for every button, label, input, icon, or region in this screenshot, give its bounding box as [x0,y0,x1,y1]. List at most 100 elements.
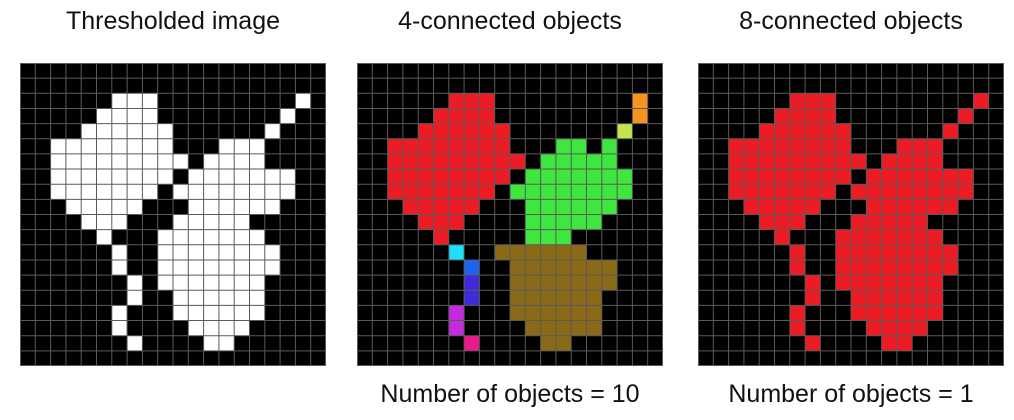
four-connected-pixel [418,199,434,215]
thresholded-pixel [203,199,219,215]
thresholded-pixel [249,244,265,260]
eight-connected-pixel [881,275,897,291]
four-connected-pixel [402,169,419,185]
four-connected-pixel [586,305,602,321]
eight-connected-pixel [805,184,821,200]
eight-connected-pixel [942,123,959,139]
thresholded-pixel [188,199,204,215]
thresholded-pixel [264,123,281,139]
thresholded-pixel [203,153,219,170]
eight-connected-pixel [743,138,760,154]
eight-connected-pixel [789,320,806,336]
eight-connected-pixel [820,169,836,185]
thresholded-pixel [111,305,128,321]
four-connected-pixel [448,153,465,170]
thresholded-pixel [50,153,66,170]
thresholded-pixel [249,275,265,291]
eight-connected-pixel [866,290,882,306]
eight-connected-pixel [835,123,851,139]
four-connected-pixel [494,153,510,170]
eight-connected-pixel [958,184,974,200]
eight-connected-pixel [881,214,897,230]
grid-thresholded-svg [20,63,326,366]
thresholded-pixel [249,169,265,185]
thresholded-pixel [188,244,204,260]
eight-connected-pixel [743,199,760,215]
eight-connected-pixel [912,199,928,215]
thresholded-pixel [249,305,265,321]
eight-connected-pixel [881,244,897,260]
four-connected-pixel [464,184,480,200]
four-connected-pixel [540,214,556,230]
eight-connected-pixel [789,169,806,185]
eight-connected-pixel [789,184,806,200]
four-connected-pixel [555,290,572,306]
four-connected-pixel [571,138,587,154]
thresholded-pixel [81,199,97,215]
four-connected-pixel [555,184,572,200]
thresholded-pixel [81,153,97,170]
four-connected-pixel [571,214,587,230]
eight-connected-pixel [789,153,806,170]
four-connected-pixel [601,275,618,291]
four-connected-pixel [479,138,495,154]
thresholded-pixel [157,153,173,170]
thresholded-pixel [142,184,158,200]
eight-connected-pixel [881,320,897,336]
four-connected-pixel [418,214,434,230]
thresholded-pixel [65,199,82,215]
eight-connected-pixel [927,244,943,260]
thresholded-pixel [264,184,281,200]
thresholded-pixel [96,214,112,230]
four-connected-pixel [433,169,449,185]
four-connected-pixel [555,214,572,230]
eight-connected-pixel [789,108,806,124]
eight-connected-pixel [728,153,744,170]
four-connected-pixel [601,169,618,185]
thresholded-pixel [249,229,265,245]
thresholded-pixel [50,138,66,154]
eight-connected-pixel [805,93,821,109]
four-connected-pixel [525,169,541,185]
eight-connected-pixel [774,123,790,139]
four-connected-pixel [540,305,556,321]
eight-connected-pixel [927,290,943,306]
eight-connected-pixel [774,169,790,185]
thresholded-pixel [280,169,296,185]
eight-connected-pixel [927,275,943,291]
eight-connected-pixel [774,199,790,215]
four-connected-pixel [387,138,403,154]
eight-connected-pixel [743,184,760,200]
eight-connected-pixel [866,214,882,230]
eight-connected-pixel [820,153,836,170]
thresholded-pixel [264,169,281,185]
four-connected-pixel [464,138,480,154]
four-connected-pixel [540,199,556,215]
four-connected-pixel [464,259,480,276]
eight-connected-pixel [927,259,943,276]
thresholded-pixel [96,153,112,170]
thresholded-pixel [127,184,143,200]
thresholded-pixel [249,153,265,170]
eight-connected-pixel [851,184,867,200]
four-connected-pixel [510,275,526,291]
four-connected-pixel [555,320,572,336]
thresholded-pixel [234,320,250,336]
four-connected-pixel [479,108,495,124]
eight-connected-pixel [759,199,775,215]
eight-connected-pixel [927,153,943,170]
thresholded-pixel [203,275,219,291]
four-connected-pixel [601,259,618,276]
thresholded-pixel [157,244,173,260]
eight-connected-pixel [835,275,851,291]
four-connected-pixel [586,290,602,306]
eight-connected-pixel [774,214,790,230]
thresholded-pixel [218,290,235,306]
eight-connected-pixel [789,305,806,321]
thresholded-pixel [218,305,235,321]
thresholded-pixel [111,153,128,170]
thresholded-pixel [203,320,219,336]
four-connected-pixel [433,153,449,170]
thresholded-pixel [234,244,250,260]
eight-connected-pixel [774,229,790,245]
